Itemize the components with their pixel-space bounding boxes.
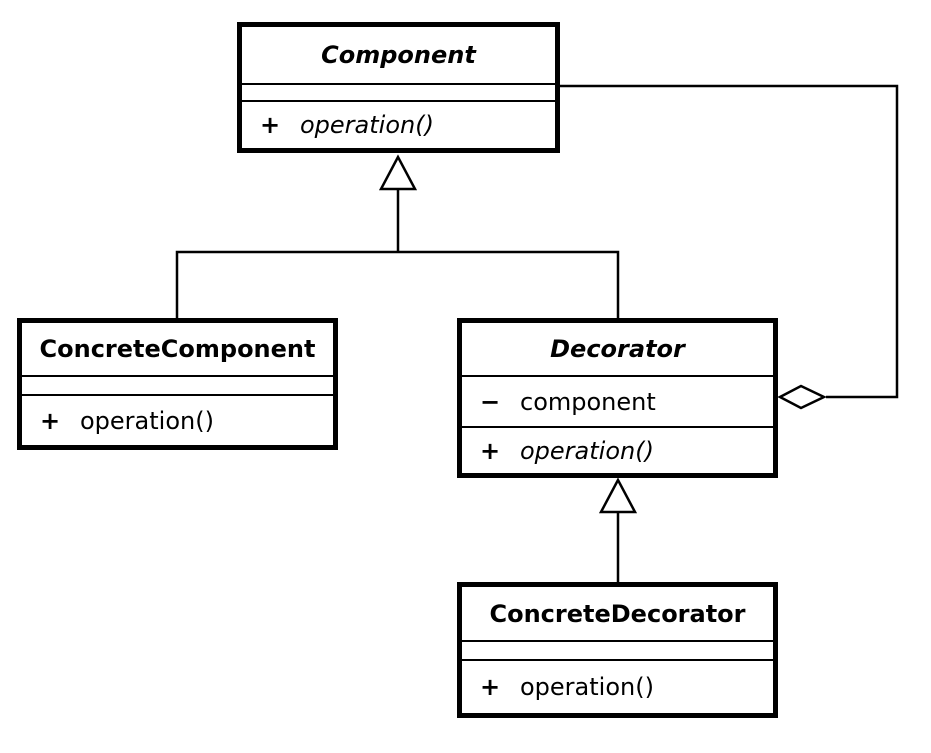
section-divider [462,640,773,642]
generalization-triangle-icon [598,477,638,514]
methods-section: + operation() [242,102,555,148]
class-component: Component + operation() [237,22,560,153]
section-divider [462,426,773,428]
attributes-section [462,642,773,659]
method-operation: + operation() [22,396,333,445]
method-operation: + operation() [462,661,773,713]
class-title: Component [321,41,476,69]
section-divider [242,100,555,102]
method-name: operation() [300,111,434,139]
section-divider [22,394,333,396]
aggregation-diamond-icon [777,384,827,410]
attribute-name: component [520,387,656,416]
class-decorator: Decorator − component + operation() [457,318,778,478]
class-concretedecorator: ConcreteDecorator + operation() [457,582,778,718]
visibility-plus-icon: + [260,111,281,139]
visibility-plus-icon: + [480,673,501,701]
method-name: operation() [80,406,214,435]
generalization-triangle-icon [378,154,418,191]
section-divider [242,83,555,85]
section-divider [462,375,773,377]
methods-section: + operation() [462,661,773,713]
generalization-concretecomponent-and-decorator-to-component [175,154,620,318]
section-divider [462,659,773,661]
method-name: operation() [520,436,654,465]
attribute-component: − component [462,377,773,426]
visibility-minus-icon: − [480,387,501,416]
generalization-connector-line [175,250,620,318]
section-divider [22,375,333,377]
attributes-section [22,377,333,394]
aggregation-decorator-to-component [558,84,899,410]
methods-section: + operation() [462,428,773,473]
attributes-section: − component [462,377,773,426]
class-title: ConcreteDecorator [489,599,746,628]
class-title: Decorator [550,335,685,363]
visibility-plus-icon: + [480,436,501,465]
method-name: operation() [520,673,654,701]
attributes-section [242,85,555,100]
method-operation: + operation() [462,428,773,473]
class-concretecomponent: ConcreteComponent + operation() [17,318,338,450]
generalization-concretedecorator-to-decorator [598,477,638,582]
visibility-plus-icon: + [40,406,61,435]
class-title: ConcreteComponent [39,335,316,363]
aggregation-connector-line [558,84,899,399]
methods-section: + operation() [22,396,333,445]
method-operation: + operation() [242,102,555,148]
